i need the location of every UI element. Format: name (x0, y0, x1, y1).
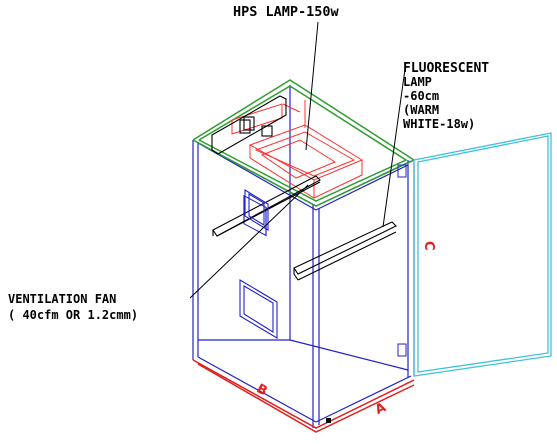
fluorescent-label-line-5: WHITE-18w) (403, 117, 475, 131)
ventilation-fan-opening (239, 279, 278, 339)
door-latch (326, 418, 331, 423)
lower-hinge (397, 343, 407, 357)
cabinet-door (413, 132, 552, 377)
hps-lamp-label: HPS LAMP-150w (233, 4, 340, 20)
cabinet-top-edge (192, 79, 416, 207)
ballast-box (211, 95, 287, 155)
upper-vent-opening (244, 189, 269, 231)
cabinet-base-edge (192, 359, 415, 433)
ventilation-label-line-2: ( 40cfm OR 1.2cmm) (8, 308, 138, 322)
dimension-c-label: C (421, 241, 436, 251)
fluorescent-label-line-2: LAMP (403, 75, 432, 89)
cabinet-frame (192, 85, 415, 428)
hps-leader (305, 21, 319, 151)
ventilation-fan-label: VENTILATION FAN ( 40cfm OR 1.2cmm) (8, 292, 138, 322)
dimension-a-label: A (373, 400, 388, 418)
ventilation-label-line-1: VENTILATION FAN (8, 292, 116, 306)
fluorescent-label-line-4: (WARM (403, 103, 439, 117)
upper-hinge (397, 164, 407, 178)
fluorescent-label-line-3: -60cm (403, 89, 439, 103)
fluorescent-leader (382, 61, 407, 228)
leader-lines (189, 21, 407, 299)
fluorescent-lamp-right (293, 221, 397, 281)
door-hinges (397, 164, 407, 357)
fluorescent-label-line-1: FLUORESCENT (403, 61, 489, 76)
fluorescent-lamp-label: FLUORESCENT LAMP -60cm (WARM WHITE-18w) (403, 61, 489, 131)
hps-lamp-fixture (231, 100, 364, 199)
ventilation-leader (189, 184, 309, 299)
